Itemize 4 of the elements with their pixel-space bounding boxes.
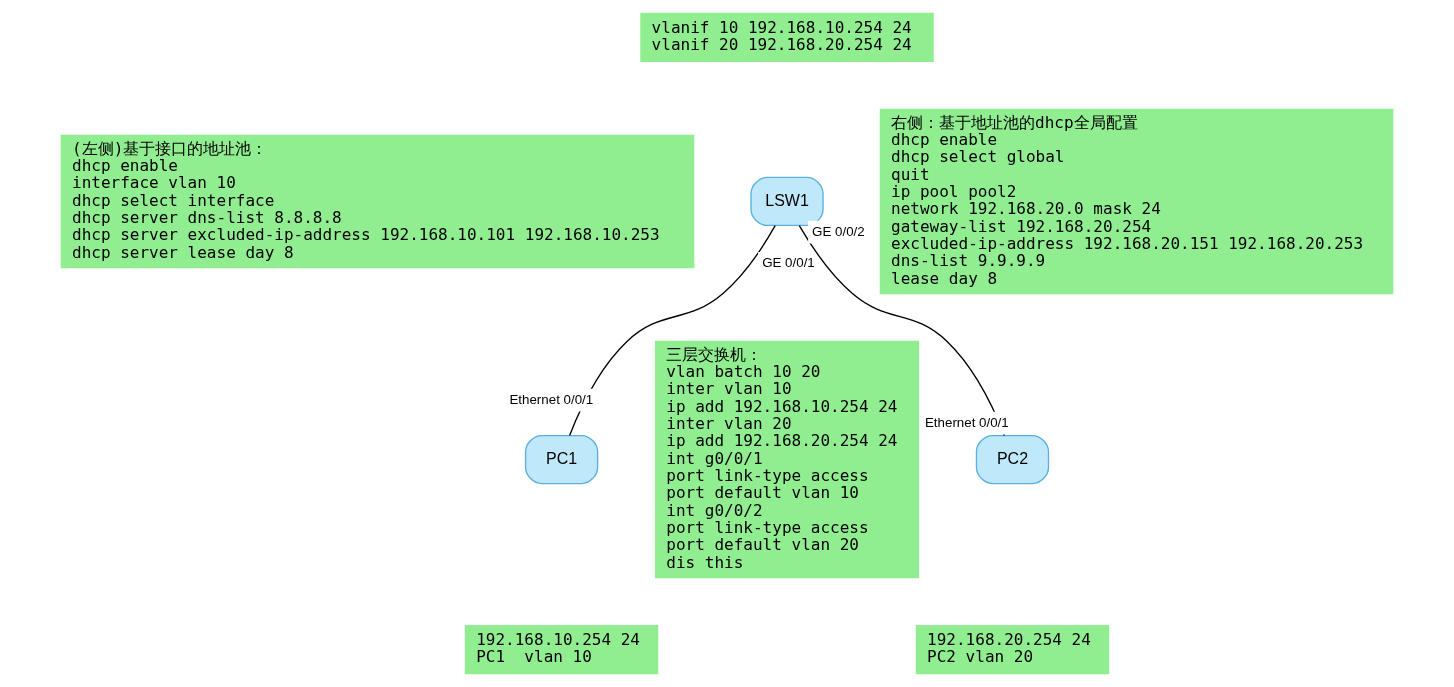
node-label: GE 0/0/2 — [812, 224, 865, 240]
node-label: Ethernet 0/0/1 — [509, 392, 594, 408]
node-label: GE 0/0/1 — [762, 255, 815, 271]
node-label: Ethernet 0/0/1 — [924, 415, 1009, 431]
